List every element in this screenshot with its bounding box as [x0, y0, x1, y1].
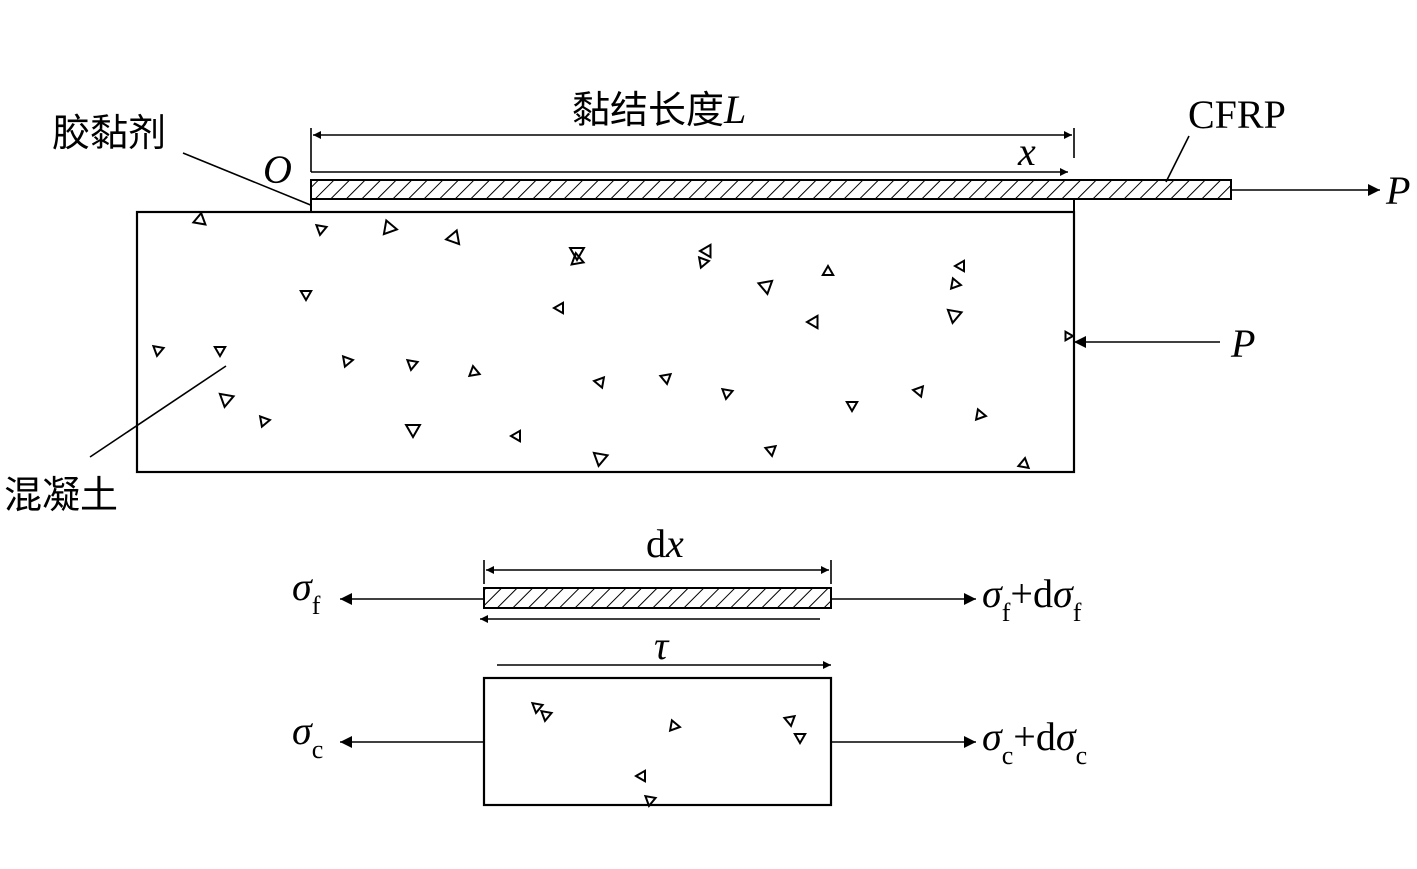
concrete-block: [135, 210, 1076, 474]
cfrp-leader: [1165, 135, 1190, 183]
aggregate-triangle: [1064, 329, 1076, 343]
aggregate-triangle: [793, 733, 807, 745]
aggregate-triangle: [946, 308, 964, 325]
aggregate-triangle: [698, 243, 712, 259]
aggregate-triangle: [314, 223, 329, 237]
aggregate-triangle: [953, 259, 965, 273]
adhesive-leader: [182, 152, 314, 207]
x-axis-label: x: [1017, 129, 1036, 174]
aggregate-triangle: [1016, 456, 1031, 470]
top-specimen: 黏结长度L x O 胶黏剂 CFRP P P 混凝土: [4, 87, 1410, 517]
origin-label: O: [263, 147, 292, 192]
aggregate-triangle: [821, 264, 835, 276]
aggregate-triangle: [570, 251, 586, 266]
aggregate-triangle: [592, 375, 606, 390]
concrete-element-block: [482, 676, 833, 807]
dx-label: dx: [646, 521, 684, 566]
aggregate-triangle: [213, 346, 227, 358]
sigma-c-left-label: σc: [292, 708, 323, 764]
aggregate-triangle: [805, 314, 819, 330]
aggregate-triangle: [756, 279, 774, 296]
aggregate-triangle: [782, 714, 797, 728]
aggregate-triangle: [151, 344, 166, 358]
aggregate-triangle: [697, 255, 711, 270]
cfrp-element: dx σf σf+dσf: [292, 521, 1082, 627]
aggregate-triangle: [949, 276, 963, 291]
aggregate-triangle: [763, 444, 778, 458]
aggregate-triangle: [218, 392, 236, 409]
pull-force-label: P: [1385, 168, 1410, 213]
aggregate-triangle: [191, 211, 207, 226]
sigma-c-right-label: σc+dσc: [982, 714, 1087, 770]
aggregate-triangle: [634, 769, 646, 783]
aggregate-triangle: [467, 364, 482, 378]
aggregate-triangle: [382, 218, 399, 236]
sigma-f-left-label: σf: [292, 564, 321, 620]
aggregate-triangle: [974, 407, 988, 422]
aggregate-triangle: [444, 228, 461, 246]
aggregate-triangle: [530, 701, 545, 715]
concrete-leader: [89, 365, 227, 458]
cfrp-label: CFRP: [1188, 92, 1286, 137]
cfrp-strip: [310, 179, 1232, 200]
reaction-force-label: P: [1230, 321, 1255, 366]
aggregate-triangle: [405, 358, 420, 372]
aggregate-triangle: [845, 401, 859, 413]
adhesive-label: 胶黏剂: [52, 111, 166, 155]
cfrp-element-strip: [483, 587, 832, 609]
aggregate-triangle: [258, 414, 272, 429]
aggregate-triangle: [668, 718, 682, 733]
sigma-f-right-label: σf+dσf: [982, 571, 1082, 627]
aggregate-triangle: [592, 451, 610, 468]
concrete-label: 混凝土: [4, 473, 118, 517]
concrete-element: τ σc σc+dσc: [292, 623, 1087, 808]
aggregate-triangle: [720, 387, 735, 401]
aggregate-triangle: [404, 424, 422, 440]
bond-length-label: 黏结长度L: [572, 87, 746, 132]
aggregate-triangle: [509, 429, 521, 443]
aggregate-triangle: [658, 372, 673, 386]
aggregate-triangle: [539, 709, 554, 723]
aggregate-triangle: [911, 384, 925, 399]
aggregate-triangle: [643, 794, 658, 808]
aggregate-triangle: [341, 354, 355, 369]
aggregate-triangle: [568, 247, 586, 263]
aggregate-triangles: [151, 211, 1076, 470]
aggregate-triangle: [552, 301, 564, 315]
aggregate-triangles-element: [530, 701, 807, 808]
aggregate-triangle: [299, 290, 313, 302]
tau-label: τ: [654, 623, 670, 668]
adhesive-layer: [310, 198, 1075, 213]
